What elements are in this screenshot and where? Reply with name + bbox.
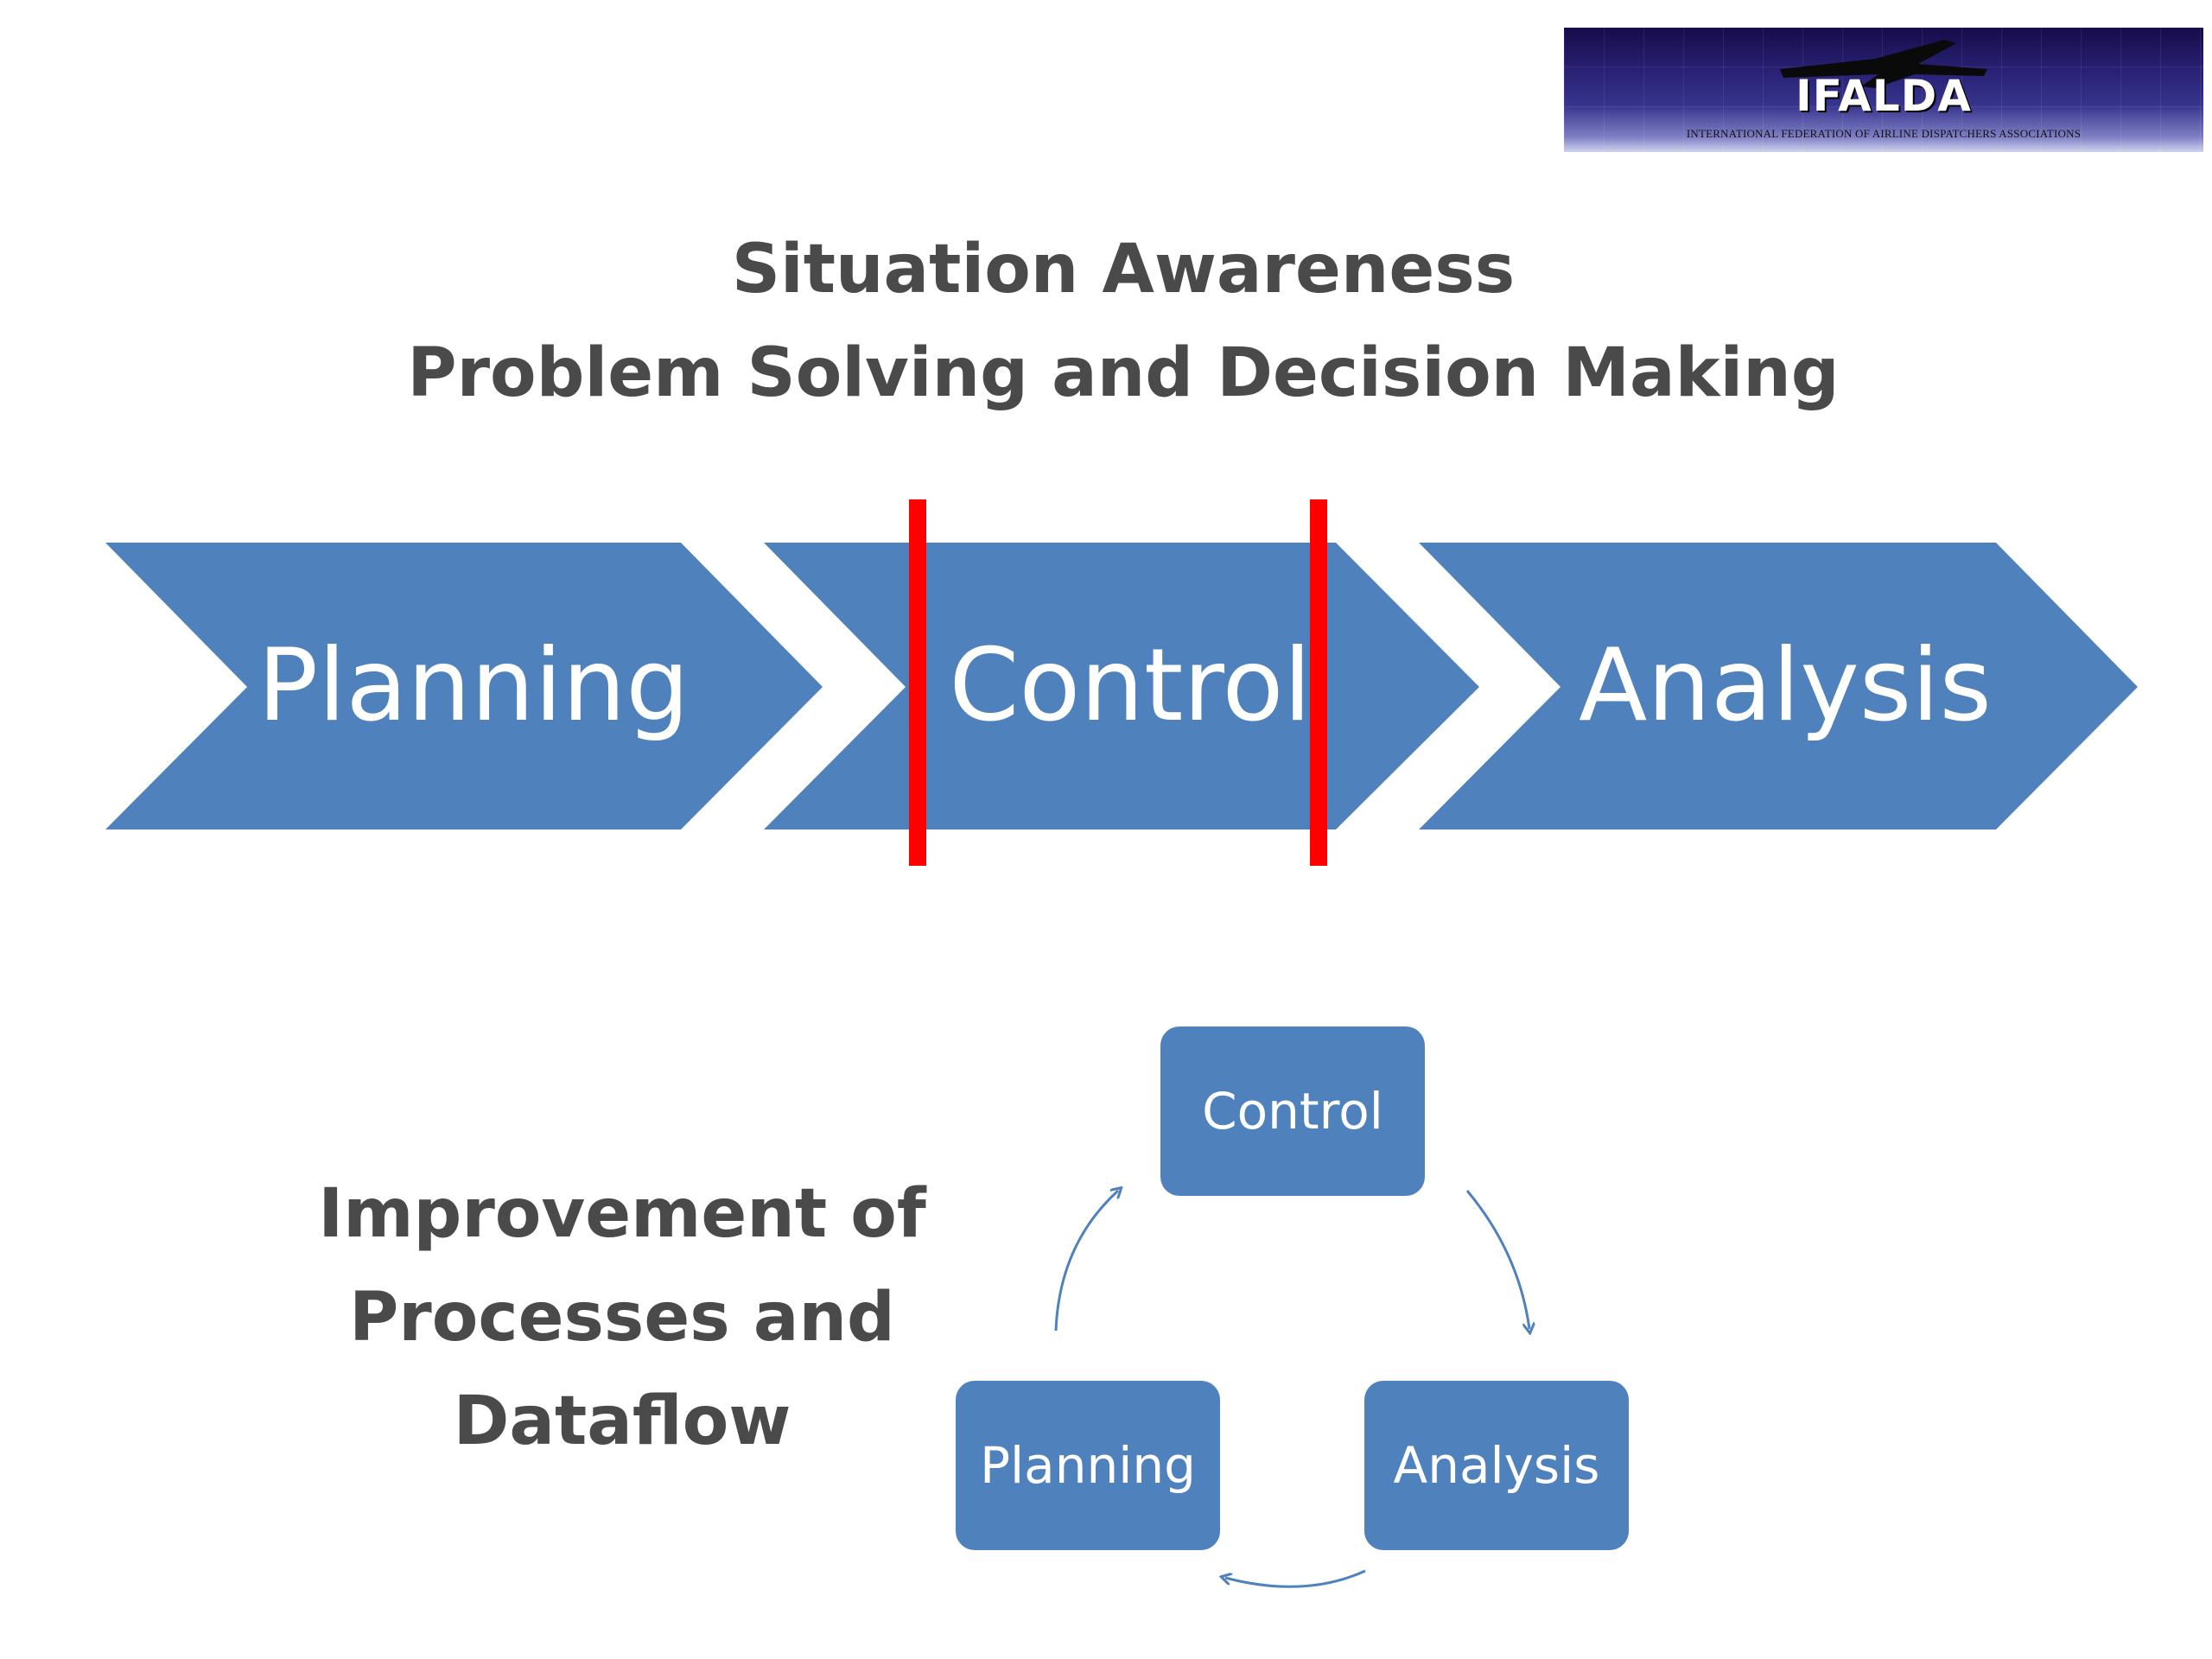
cycle-arrow-planning-to-control — [1054, 1191, 1118, 1332]
chevron-analysis-label: Analysis — [1579, 627, 1992, 744]
chevron-control-label: Control — [949, 627, 1311, 744]
improvement-line-1: Improvement of — [318, 1175, 926, 1253]
cycle-box-planning-label: Planning — [980, 1436, 1196, 1495]
chevron-planning-label: Planning — [257, 627, 690, 744]
red-divider-right — [1310, 499, 1327, 866]
chevron-control: Control — [764, 543, 1479, 830]
slide-title: Situation Awareness Problem Solving and … — [0, 218, 2212, 425]
ifalda-logo: IFALDA INTERNATIONAL FEDERATION OF AIRLI… — [1564, 28, 2203, 152]
cycle-arrow-analysis-to-planning — [1225, 1569, 1366, 1588]
cycle-box-analysis-label: Analysis — [1393, 1436, 1600, 1495]
improvement-line-2: Processes and — [349, 1279, 895, 1357]
airplane-icon — [1780, 40, 1987, 88]
cycle-box-analysis: Analysis — [1364, 1381, 1629, 1550]
title-line-1: Situation Awareness — [731, 231, 1516, 308]
logo-name: IFALDA — [1796, 71, 1972, 121]
improvement-line-3: Dataflow — [453, 1382, 791, 1460]
cycle-box-control: Control — [1160, 1027, 1425, 1196]
logo-background-grid — [1564, 28, 2203, 152]
chevron-planning: Planning — [105, 543, 823, 830]
red-divider-left — [909, 499, 926, 866]
cycle-box-control-label: Control — [1202, 1082, 1383, 1141]
logo-tagline: INTERNATIONAL FEDERATION OF AIRLINE DISP… — [1686, 127, 2082, 140]
cycle-box-planning: Planning — [956, 1381, 1220, 1550]
chevron-analysis: Analysis — [1419, 543, 2138, 830]
title-line-2: Problem Solving and Decision Making — [407, 334, 1840, 412]
improvement-heading: Improvement of Processes and Dataflow — [285, 1162, 959, 1473]
cycle-arrow-control-to-analysis — [1465, 1190, 1529, 1329]
